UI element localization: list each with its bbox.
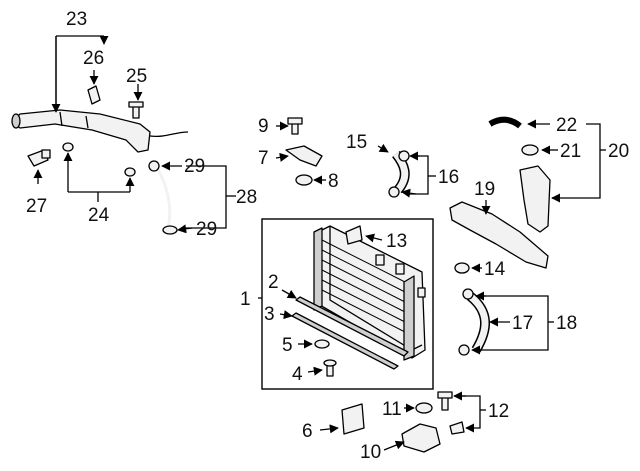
- guard-10: [401, 423, 441, 453]
- reservoir-cap: [521, 144, 539, 156]
- callout-22: 22: [556, 115, 577, 136]
- bracket-7: [285, 145, 323, 167]
- callout-labels: 23 26 25 27 24 29 28 29 9 7 8 15 16 13 1…: [26, 9, 629, 463]
- upper-bracket: [345, 225, 363, 245]
- callout-28: 28: [236, 187, 257, 208]
- callout-17: 17: [512, 313, 533, 334]
- pipe-bolt: [128, 101, 144, 119]
- radiator-core: [313, 225, 426, 361]
- lower-hose: [458, 288, 491, 356]
- cap-11: [415, 402, 433, 414]
- callout-3: 3: [264, 304, 275, 325]
- leader-lines: [33, 36, 606, 451]
- bushing-part: [323, 359, 337, 377]
- bolt-9: [287, 117, 303, 135]
- coolant-pipe-assembly: [11, 109, 189, 153]
- callout-9: 9: [258, 116, 269, 137]
- callout-18: 18: [556, 313, 577, 334]
- bolts-12: [437, 391, 465, 435]
- seal-strip: [295, 296, 409, 357]
- upper-hose: [388, 150, 410, 198]
- lower-seal: [291, 312, 399, 370]
- callout-15: 15: [346, 132, 367, 153]
- callout-25: 25: [126, 66, 147, 87]
- callout-24: 24: [88, 205, 110, 226]
- callout-23: 23: [66, 9, 87, 30]
- pad-6: [341, 403, 365, 435]
- callout-26: 26: [83, 48, 104, 69]
- callout-11: 11: [382, 399, 402, 420]
- callout-10: 10: [360, 442, 381, 463]
- radiator-group-box: [261, 218, 434, 390]
- pipe-cap: [87, 85, 101, 105]
- callout-4: 4: [292, 364, 303, 385]
- callout-21: 21: [560, 141, 581, 162]
- overflow-hose: [488, 116, 522, 129]
- callout-12: 12: [488, 401, 509, 422]
- callout-27: 27: [26, 196, 47, 217]
- callout-8: 8: [328, 171, 339, 192]
- callout-1: 1: [240, 289, 251, 310]
- callout-29-upper: 29: [184, 156, 205, 177]
- callout-2: 2: [268, 272, 279, 293]
- o-ring-right: [124, 167, 136, 177]
- mount-8: [295, 174, 313, 186]
- cap-14: [454, 262, 470, 274]
- callout-20: 20: [608, 141, 629, 162]
- temp-sensor: [27, 149, 51, 167]
- drain-plug: [314, 339, 330, 349]
- reservoir-tank: [519, 165, 551, 233]
- callout-29-lower: 29: [196, 219, 217, 240]
- callout-14: 14: [484, 259, 506, 280]
- o-ring-left: [62, 142, 74, 152]
- callout-13: 13: [386, 231, 407, 252]
- callout-6: 6: [302, 421, 313, 442]
- callout-7: 7: [258, 148, 269, 169]
- callout-19: 19: [474, 179, 495, 200]
- bypass-hose: [148, 160, 178, 235]
- callout-5: 5: [282, 335, 293, 356]
- callout-16: 16: [438, 167, 459, 188]
